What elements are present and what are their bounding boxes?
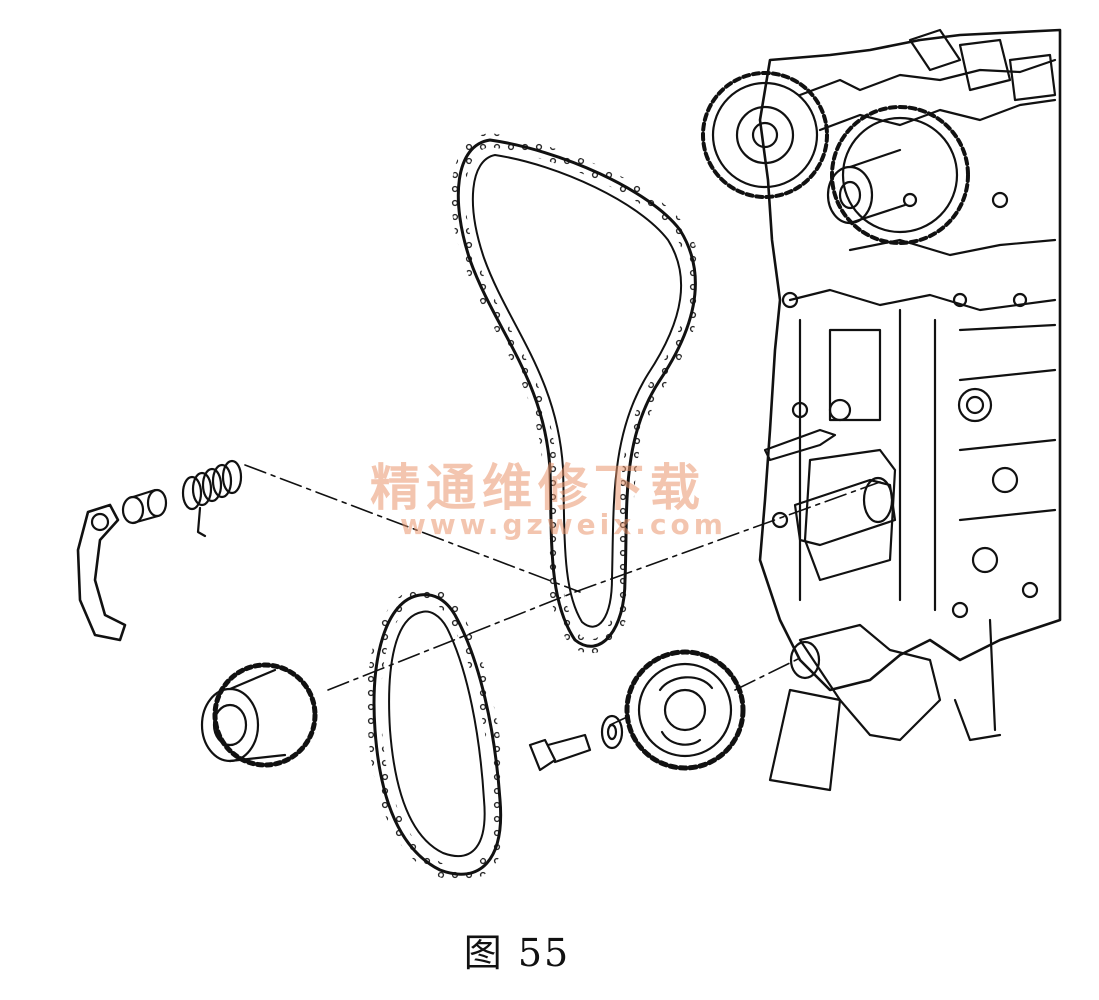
camshaft-sprocket-right: [826, 105, 970, 245]
idler-sprocket: [200, 662, 318, 768]
camshaft-sprocket-left: [701, 71, 829, 199]
figure-caption: 图 55: [463, 931, 571, 975]
engine-block: [758, 28, 1062, 792]
washer: [600, 714, 624, 750]
lower-timing-chain: [367, 587, 508, 882]
sprocket-bolt: [528, 733, 592, 772]
crankshaft-sprocket: [624, 649, 746, 771]
chain-tensioner-shoe: [76, 503, 127, 642]
upper-timing-chain: [451, 133, 703, 654]
tensioner-spring: [181, 459, 243, 538]
alignment-lines: [244, 464, 881, 726]
watermark-text: 精通维修下载: [370, 459, 706, 517]
tensioner-bushing: [121, 488, 168, 525]
watermark-url: www.gzweix.com: [400, 508, 727, 541]
